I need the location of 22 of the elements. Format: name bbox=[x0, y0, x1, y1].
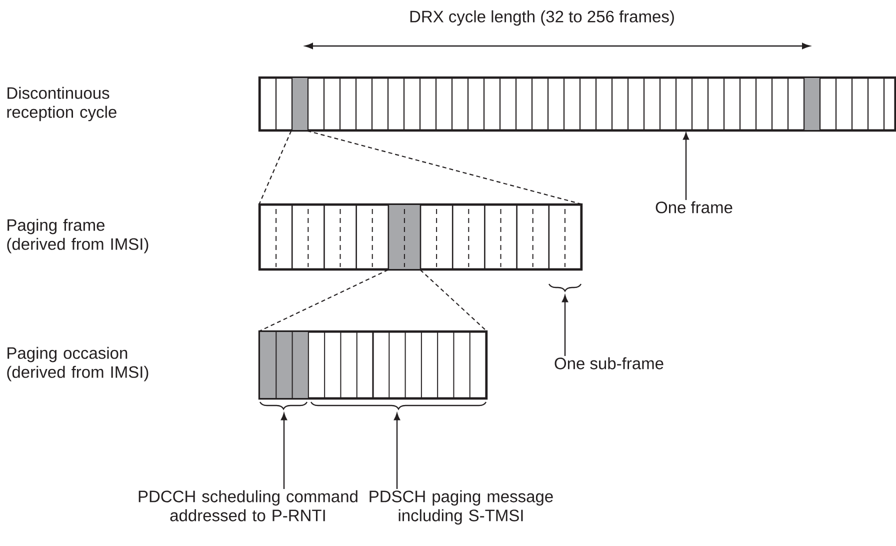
frame-bar bbox=[258, 330, 488, 400]
frame-bar bbox=[258, 203, 583, 271]
brace bbox=[310, 402, 486, 410]
row-label: Paging occasion (derived from IMSI) bbox=[7, 346, 148, 382]
zoom-line bbox=[420, 269, 488, 332]
zoom-line bbox=[258, 130, 292, 204]
row-label: Discontinuous reception cycle bbox=[7, 86, 116, 122]
frame-bar bbox=[258, 76, 896, 132]
arrow bbox=[562, 295, 568, 356]
annotation-text: One sub-frame bbox=[554, 357, 664, 370]
arrow bbox=[682, 132, 690, 200]
annotation-text: PDSCH paging message including S-TMSI bbox=[370, 490, 553, 525]
annotation-text: PDCCH scheduling command addressed to P-RNTI bbox=[138, 490, 358, 522]
zoom-line bbox=[258, 269, 388, 332]
brace bbox=[260, 402, 308, 410]
brace bbox=[548, 284, 582, 292]
row-label: Paging frame (derived from IMSI) bbox=[7, 218, 148, 254]
zoom-line bbox=[307, 130, 582, 205]
arrow bbox=[394, 413, 400, 489]
dimension-label: DRX cycle length (32 to 256 frames) bbox=[410, 10, 674, 26]
arrow bbox=[280, 413, 288, 489]
annotation-text: One frame bbox=[656, 201, 732, 214]
